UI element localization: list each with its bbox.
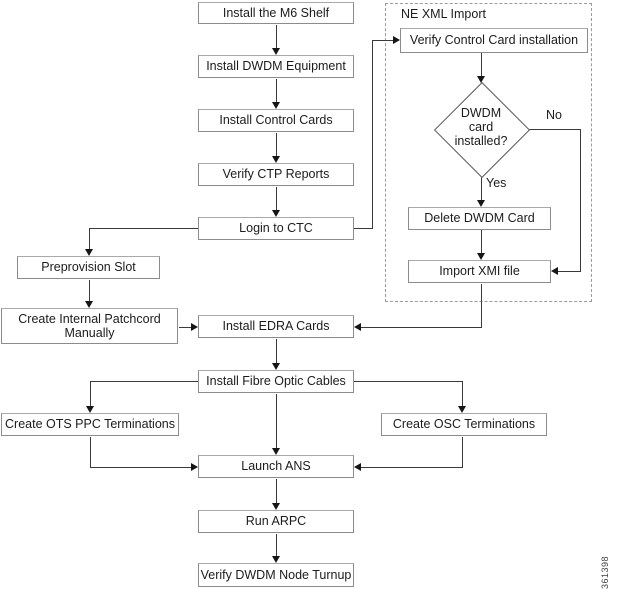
connector-line <box>276 79 277 103</box>
arrowhead <box>354 323 361 331</box>
arrowhead <box>191 323 198 331</box>
connector-line <box>481 176 482 201</box>
arrowhead <box>477 200 485 207</box>
arrowhead <box>272 363 280 370</box>
arrowhead <box>477 76 485 83</box>
arrowhead <box>86 406 94 413</box>
node-verify-control-card-installation: Verify Control Card installation <box>400 28 588 53</box>
connector-line <box>361 327 482 328</box>
figure-number: 361398 <box>600 555 610 589</box>
node-install-control-cards: Install Control Cards <box>198 109 354 132</box>
arrowhead <box>272 156 280 163</box>
connector-line <box>89 280 90 302</box>
connector-line <box>179 327 192 328</box>
arrowhead <box>191 463 198 471</box>
connector-line <box>558 271 581 272</box>
connector-line <box>372 40 394 41</box>
edge-label-no: No <box>546 108 562 122</box>
arrowhead <box>272 503 280 510</box>
decision-diamond-label: DWDM card installed? <box>454 106 508 148</box>
connector-line <box>481 53 482 77</box>
connector-line <box>528 129 581 130</box>
node-launch-ans: Launch ANS <box>198 455 354 478</box>
connector-line <box>372 40 373 229</box>
arrowhead <box>272 556 280 563</box>
connector-line <box>90 381 198 382</box>
connector-line <box>90 467 192 468</box>
connector-line <box>354 228 373 229</box>
node-delete-dwdm-card: Delete DWDM Card <box>408 207 551 230</box>
arrowhead <box>477 253 485 260</box>
arrowhead <box>393 36 400 44</box>
connector-line <box>276 479 277 504</box>
node-install-fibre-optic-cables: Install Fibre Optic Cables <box>198 370 354 393</box>
ne-xml-import-region-title: NE XML Import <box>401 7 486 21</box>
connector-line <box>89 228 90 250</box>
arrowhead <box>354 463 361 471</box>
arrowhead <box>85 301 93 308</box>
connector-line <box>462 381 463 407</box>
arrowhead <box>458 406 466 413</box>
connector-line <box>481 230 482 254</box>
node-install-m6-shelf: Install the M6 Shelf <box>198 2 354 24</box>
node-verify-ctp-reports: Verify CTP Reports <box>198 163 354 186</box>
arrowhead <box>272 48 280 55</box>
node-create-ots-ppc-terminations: Create OTS PPC Terminations <box>1 413 179 436</box>
connector-line <box>276 534 277 557</box>
connector-line <box>90 437 91 468</box>
node-install-edra-cards: Install EDRA Cards <box>198 315 354 338</box>
connector-line <box>276 394 277 449</box>
connector-line <box>90 381 91 407</box>
node-run-arpc: Run ARPC <box>198 510 354 533</box>
node-create-internal-patchcord-manually: Create Internal Patchcord Manually <box>1 308 178 344</box>
connector-line <box>276 25 277 49</box>
connector-line <box>276 339 277 364</box>
connector-line <box>276 187 277 211</box>
edge-label-yes: Yes <box>486 176 507 190</box>
connector-line <box>462 437 463 468</box>
arrowhead <box>85 249 93 256</box>
node-install-dwdm-equipment: Install DWDM Equipment <box>198 55 354 78</box>
arrowhead <box>272 102 280 109</box>
connector-line <box>361 467 463 468</box>
arrowhead <box>551 267 558 275</box>
connector-line <box>276 133 277 157</box>
connector-line <box>481 284 482 328</box>
connector-line <box>354 381 463 382</box>
node-login-to-ctc: Login to CTC <box>198 217 354 240</box>
node-verify-dwdm-node-turnup: Verify DWDM Node Turnup <box>198 563 354 587</box>
connector-line <box>580 129 581 272</box>
arrowhead <box>272 448 280 455</box>
node-preprovision-slot: Preprovision Slot <box>17 256 160 279</box>
node-create-osc-terminations: Create OSC Terminations <box>381 413 547 436</box>
connector-line <box>89 228 198 229</box>
node-import-xmi-file: Import XMI file <box>408 260 551 283</box>
arrowhead <box>272 210 280 217</box>
